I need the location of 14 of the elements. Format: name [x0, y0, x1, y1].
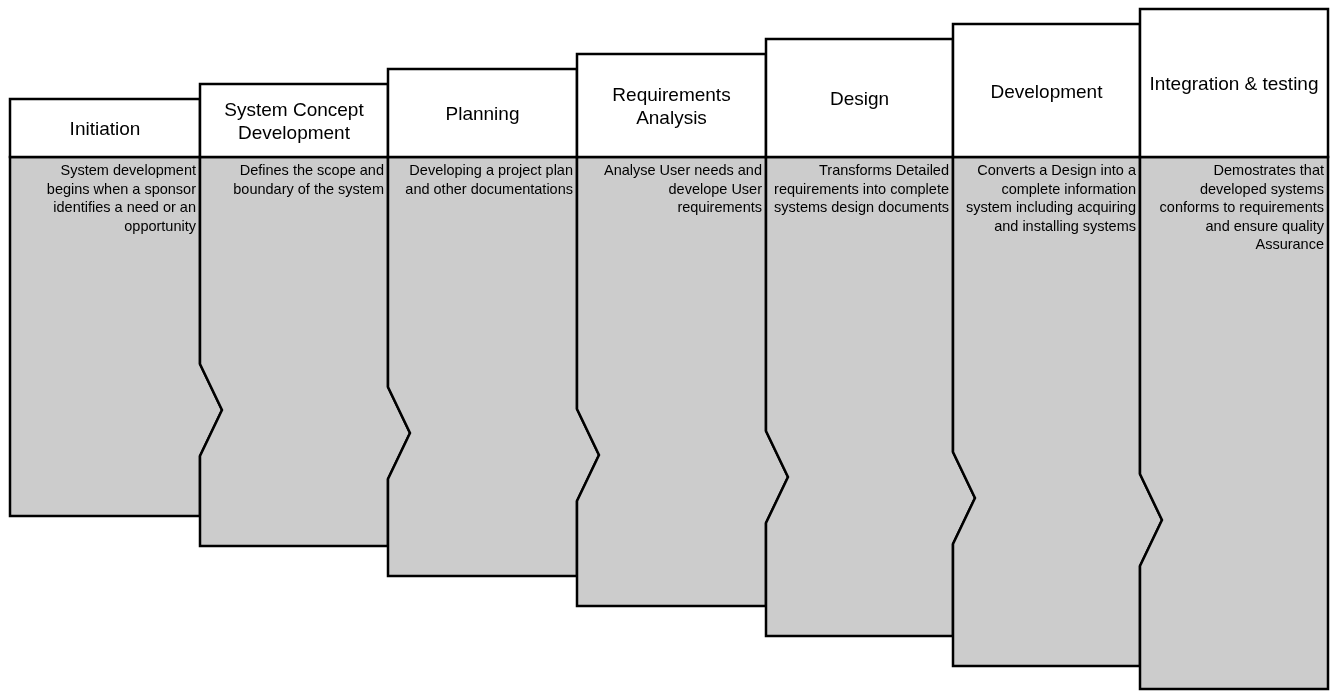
- phase-title: Integration & testing: [1148, 72, 1320, 96]
- phase-title: Development: [989, 79, 1104, 104]
- phase-description: Developing a project plan and other documentations: [404, 161, 573, 198]
- phase-description: Analyse User needs and develope User requirements: [603, 161, 762, 217]
- phase-title: Initiation: [68, 117, 142, 141]
- phase-description: System development begins when a sponsor identifies a need or an opportunity: [45, 161, 196, 235]
- phase-title: Requirements Analysis: [611, 83, 732, 130]
- phase-title: Planning: [444, 102, 521, 126]
- phase-description: Defines the scope and boundary of the system: [232, 161, 384, 198]
- phase-title: System Concept Development: [223, 98, 365, 145]
- phase-description: Converts a Design into a complete information system including acquiring and installing systems: [964, 161, 1136, 235]
- phase-description: Demostrates that developed systems conforms to requirements and ensure quality Assurance: [1158, 161, 1324, 254]
- phase-title: Design: [828, 87, 891, 111]
- phase-description: Transforms Detailed requirements into complete systems design documents: [774, 161, 949, 217]
